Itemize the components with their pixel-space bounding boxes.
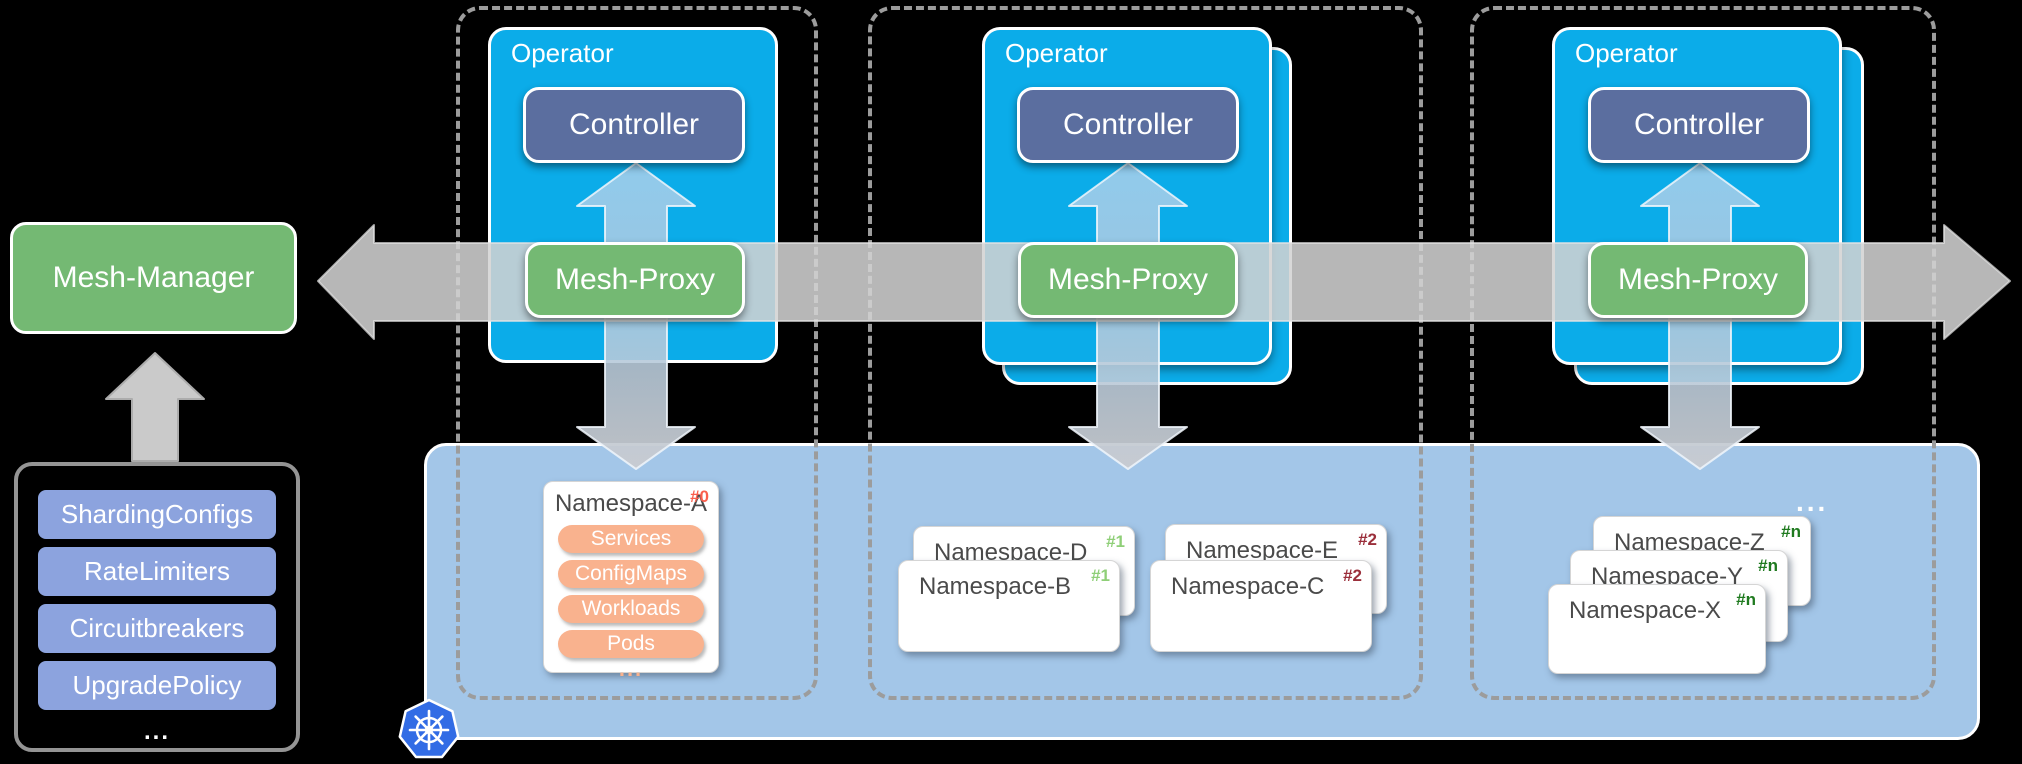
namespace-a-card: #0 Namespace-A Services ConfigMaps Workl… [543,481,719,681]
namespace-b-shard-badge: #1 [1091,566,1110,585]
namespace-a-more-ellipsis: ... [618,656,644,681]
namespace-c-card: #2 Namespace-C [1150,560,1372,652]
controller-1-label: Controller [568,108,700,141]
namespace-b-card: #1 Namespace-B [898,560,1120,652]
config-up-arrow [105,352,205,462]
mesh-proxy-1-label: Mesh-Proxy [554,263,716,296]
mesh-manager-box: Mesh-Manager [10,222,297,334]
namespace-d-shard-badge: #1 [1106,532,1125,551]
config-item-circuitbreakers: Circuitbreakers [38,604,276,653]
operator-group-1-dashed-border [456,6,818,700]
resource-chip-pods: Pods [558,630,704,658]
operator-3-label: Operator [1575,38,1678,68]
controller-3-label: Controller [1633,108,1765,141]
namespace-x-card: #n Namespace-X [1548,584,1766,674]
mesh-proxy-2-label: Mesh-Proxy [1047,263,1209,296]
config-store-box: ShardingConfigs RateLimiters Circuitbrea… [14,462,300,752]
controller-2-box: Controller [1017,87,1239,163]
namespace-c-shard-badge: #2 [1343,566,1362,585]
resource-chip-workloads: Workloads [558,595,704,623]
mesh-proxy-2-box: Mesh-Proxy [1018,242,1238,318]
mesh-proxy-3-label: Mesh-Proxy [1617,263,1779,296]
namespace-stack-more-ellipsis: ... [1796,486,1829,517]
config-item-shardingconfigs: ShardingConfigs [38,490,276,539]
resource-chip-configmaps: ConfigMaps [558,560,704,588]
operator-2-label: Operator [1005,38,1108,68]
namespace-x-title: Namespace-X [1569,597,1722,624]
namespace-b-title: Namespace-B [919,573,1072,600]
namespace-z-shard-badge: #n [1781,522,1801,541]
namespace-e-shard-badge: #2 [1358,530,1377,549]
controller-2-label: Controller [1062,108,1194,141]
mesh-manager-label: Mesh-Manager [52,261,255,294]
kubernetes-logo-icon [398,698,460,759]
config-item-ratelimiters: RateLimiters [38,547,276,596]
mesh-proxy-3-box: Mesh-Proxy [1588,242,1808,318]
namespace-x-shard-badge: #n [1736,590,1756,609]
config-item-upgradepolicy: UpgradePolicy [38,661,276,710]
resource-chip-services: Services [558,525,704,553]
helm-wheel-spokes [408,709,450,751]
operator-group-3-dashed-border [1470,6,1936,700]
controller-1-box: Controller [523,87,745,163]
mesh-proxy-1-box: Mesh-Proxy [525,242,745,318]
config-more-ellipsis: ... [143,718,170,745]
namespace-e-title: Namespace-E [1186,537,1339,564]
operator-group-2-dashed-border [868,6,1423,700]
namespace-c-title: Namespace-C [1171,573,1325,600]
operator-1-label: Operator [511,38,614,68]
controller-3-box: Controller [1588,87,1810,163]
namespace-y-shard-badge: #n [1758,556,1778,575]
namespace-a-shard-badge: #0 [690,487,709,506]
namespace-a-title: Namespace-A [554,490,708,517]
